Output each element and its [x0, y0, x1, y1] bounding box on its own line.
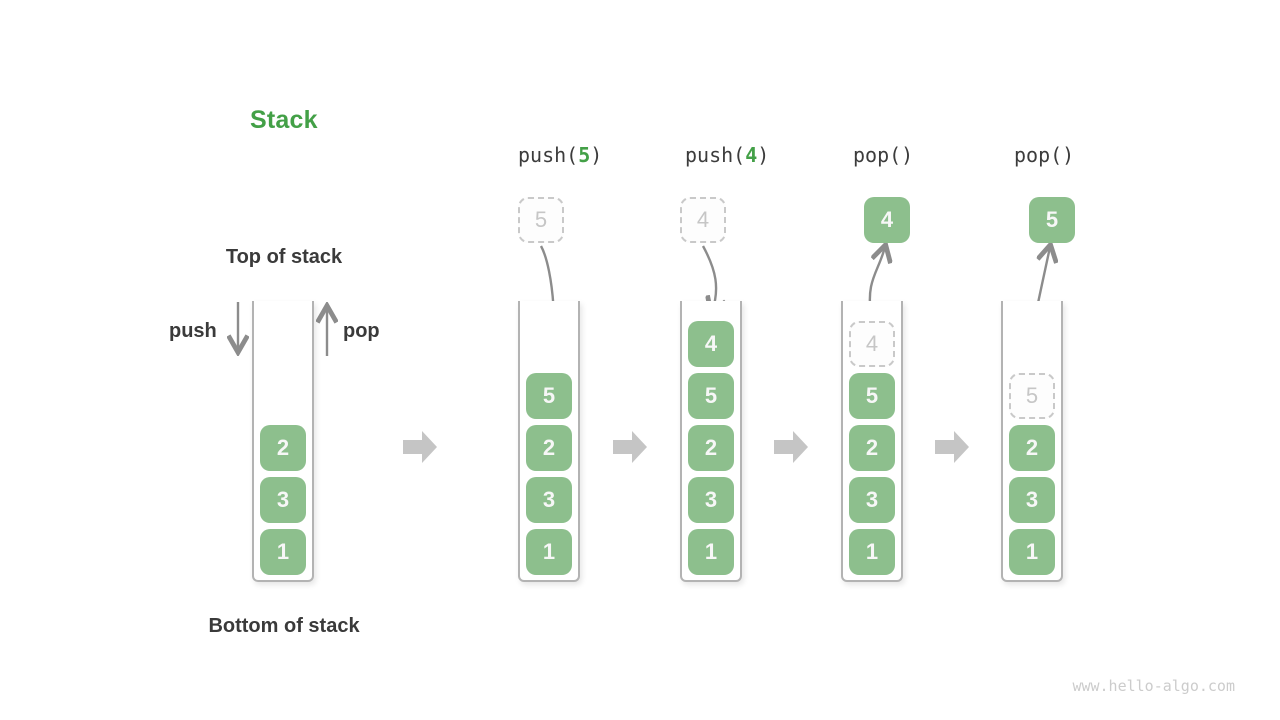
- operation-label-suffix: ): [757, 143, 770, 167]
- stack-item: 2: [260, 425, 306, 471]
- stack-item: 3: [688, 477, 734, 523]
- stack-item: 5: [849, 373, 895, 419]
- stack-item: 5: [526, 373, 572, 419]
- stack-item-ghost: 5: [1009, 373, 1055, 419]
- stack-item: 5: [688, 373, 734, 419]
- operation-label-suffix: ): [590, 143, 603, 167]
- bottom-of-stack-label: Bottom of stack: [208, 615, 360, 637]
- stack-item-ghost: 4: [849, 321, 895, 367]
- stack-item: 3: [849, 477, 895, 523]
- watermark: www.hello-algo.com: [1072, 677, 1235, 695]
- operation-label-push-4: push(4): [685, 143, 769, 167]
- stack-item: 1: [526, 529, 572, 575]
- operation-label-suffix: ): [901, 143, 914, 167]
- floating-box-push-4: 4: [680, 197, 726, 243]
- floating-box-pop-5: 5: [1029, 197, 1075, 243]
- operation-label-prefix: pop(: [1014, 143, 1063, 167]
- stack-item: 2: [526, 425, 572, 471]
- operation-label-prefix: push(: [518, 143, 579, 167]
- stack-item: 2: [1009, 425, 1055, 471]
- flow-arrow-icon: [613, 431, 647, 463]
- stack-item: 2: [688, 425, 734, 471]
- flow-arrow-icon: [935, 431, 969, 463]
- floating-box-push-5: 5: [518, 197, 564, 243]
- operation-label-pop-5: pop(): [1014, 143, 1074, 167]
- diagram-title: Stack: [250, 106, 318, 134]
- stack-item: 3: [1009, 477, 1055, 523]
- flow-arrow-icon: [403, 431, 437, 463]
- stack-item: 1: [260, 529, 306, 575]
- operation-label-suffix: ): [1062, 143, 1075, 167]
- operation-label-push-5: push(5): [518, 143, 602, 167]
- operation-label-arg: 5: [578, 143, 591, 167]
- stack-item: 4: [688, 321, 734, 367]
- stack-item: 3: [526, 477, 572, 523]
- operation-label-pop-4: pop(): [853, 143, 913, 167]
- flow-arrow-icon: [774, 431, 808, 463]
- stack-item: 2: [849, 425, 895, 471]
- push-label: push: [169, 320, 217, 342]
- pop-label: pop: [343, 320, 380, 342]
- top-of-stack-label: Top of stack: [225, 246, 343, 268]
- operation-label-arg: 4: [745, 143, 758, 167]
- stack-item: 3: [260, 477, 306, 523]
- stack-item: 1: [688, 529, 734, 575]
- operation-label-prefix: pop(: [853, 143, 902, 167]
- operation-label-prefix: push(: [685, 143, 746, 167]
- floating-box-pop-4: 4: [864, 197, 910, 243]
- stack-item: 1: [1009, 529, 1055, 575]
- stack-item: 1: [849, 529, 895, 575]
